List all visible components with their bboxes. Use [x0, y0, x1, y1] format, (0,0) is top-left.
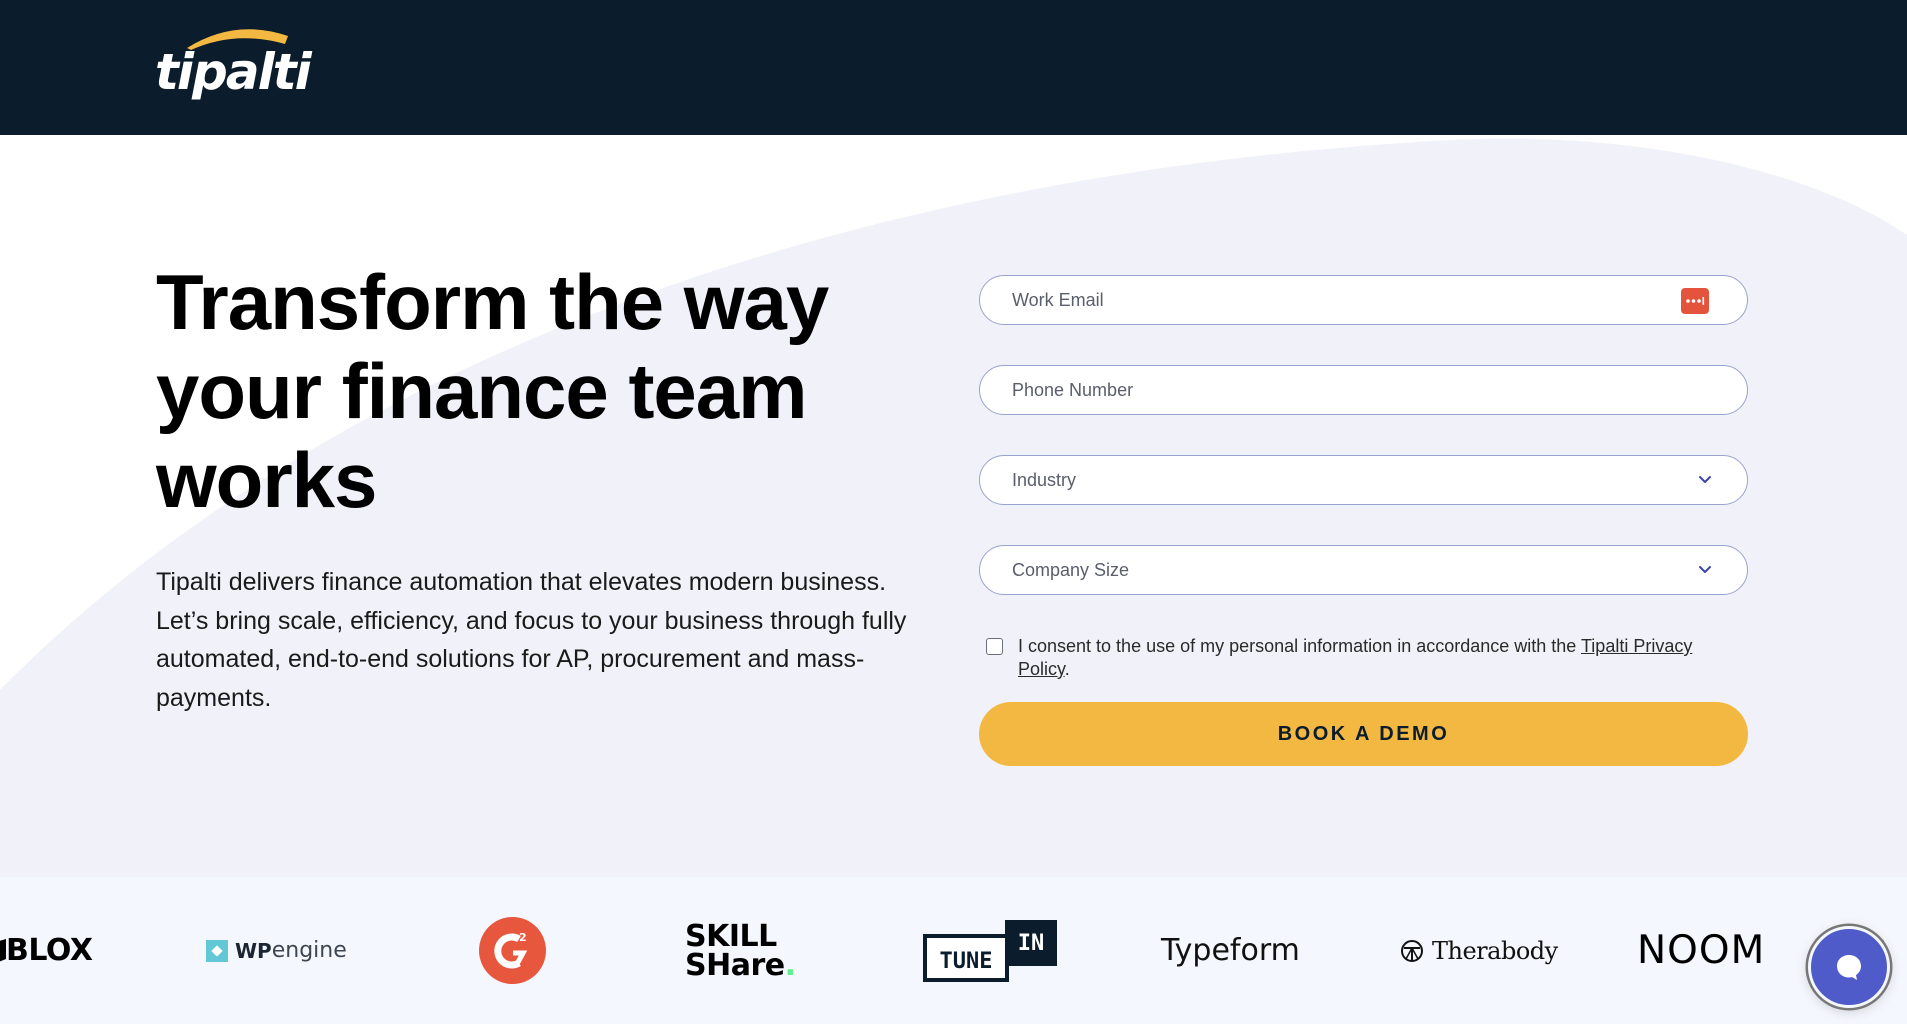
company-size-select[interactable]: Company Size — [979, 545, 1748, 595]
skillshare-line-2: SHare. — [685, 947, 796, 983]
roblox-mark-icon — [0, 938, 6, 961]
consent-label: I consent to the use of my personal info… — [1018, 635, 1718, 681]
work-email-input[interactable] — [1012, 276, 1652, 324]
password-manager-icon[interactable] — [1681, 288, 1709, 314]
therabody-mark-icon — [1401, 939, 1423, 962]
hero-description: Tipalti delivers finance automation that… — [156, 568, 907, 712]
roblox-logo: BLOX — [0, 877, 93, 1024]
book-a-demo-button[interactable]: BOOK A DEMO — [979, 702, 1748, 766]
skillshare-line-1: SKILL — [685, 918, 777, 954]
headline-line-1: Transform the way — [156, 258, 829, 346]
headline-line-2: your finance team — [156, 347, 808, 435]
skillshare-logo: SKILL SHare. — [685, 877, 796, 1024]
page-headline: Transform the way your finance team work… — [156, 258, 956, 525]
phone-number-input[interactable] — [1012, 366, 1652, 414]
consent-row: I consent to the use of my personal info… — [979, 635, 1748, 681]
therabody-logo: Therabody — [1400, 877, 1558, 1024]
wpengine-logo-bold: WP — [235, 938, 272, 963]
tunein-mark-icon: TUNE IN — [923, 919, 1057, 982]
consent-period: . — [1064, 659, 1070, 679]
privacy-policy-link[interactable]: Tipalti Privacy Policy — [1018, 636, 1693, 679]
g2-logo: 2 — [479, 877, 546, 1024]
headline-line-3: works — [156, 436, 377, 524]
roblox-logo-text: BLOX — [6, 933, 93, 968]
therabody-logo-text: Therabody — [1432, 936, 1558, 965]
chat-launcher-button[interactable] — [1808, 926, 1890, 1008]
chat-bubble-icon — [1837, 955, 1861, 980]
industry-select[interactable]: Industry — [979, 455, 1748, 505]
customer-logo-strip: BLOX WP engine 2 SKILL SHare. TUNE IN Ty… — [0, 877, 1907, 1024]
chevron-down-icon — [1699, 476, 1711, 483]
consent-checkbox[interactable] — [986, 638, 1003, 655]
logo-wordmark: tipalti — [155, 43, 312, 101]
svg-text:TUNE: TUNE — [940, 949, 993, 974]
industry-select-value: Industry — [1012, 469, 1077, 490]
wpengine-logo: WP engine — [206, 877, 347, 1024]
svg-text:2: 2 — [519, 931, 527, 944]
g2-mark-icon: 2 — [479, 917, 546, 984]
chevron-down-icon — [1699, 566, 1711, 573]
company-size-select-value: Company Size — [1012, 559, 1130, 580]
demo-request-form: Industry Company Size I consent to the u… — [979, 275, 1748, 766]
svg-text:IN: IN — [1018, 931, 1045, 956]
typeform-logo: Typeform — [1161, 933, 1300, 968]
consent-text: I consent to the use of my personal info… — [1018, 636, 1581, 656]
wpengine-logo-light: engine — [271, 938, 347, 963]
logo-arc-icon — [187, 29, 288, 50]
tipalti-logo[interactable]: tipalti — [155, 24, 312, 100]
site-header: tipalti — [0, 0, 1907, 135]
work-email-field — [979, 275, 1748, 325]
wpengine-mark-icon — [206, 939, 228, 962]
noom-logo: NOOM — [1637, 928, 1766, 973]
tunein-logo: TUNE IN — [923, 877, 1057, 1024]
phone-number-field — [979, 365, 1748, 415]
